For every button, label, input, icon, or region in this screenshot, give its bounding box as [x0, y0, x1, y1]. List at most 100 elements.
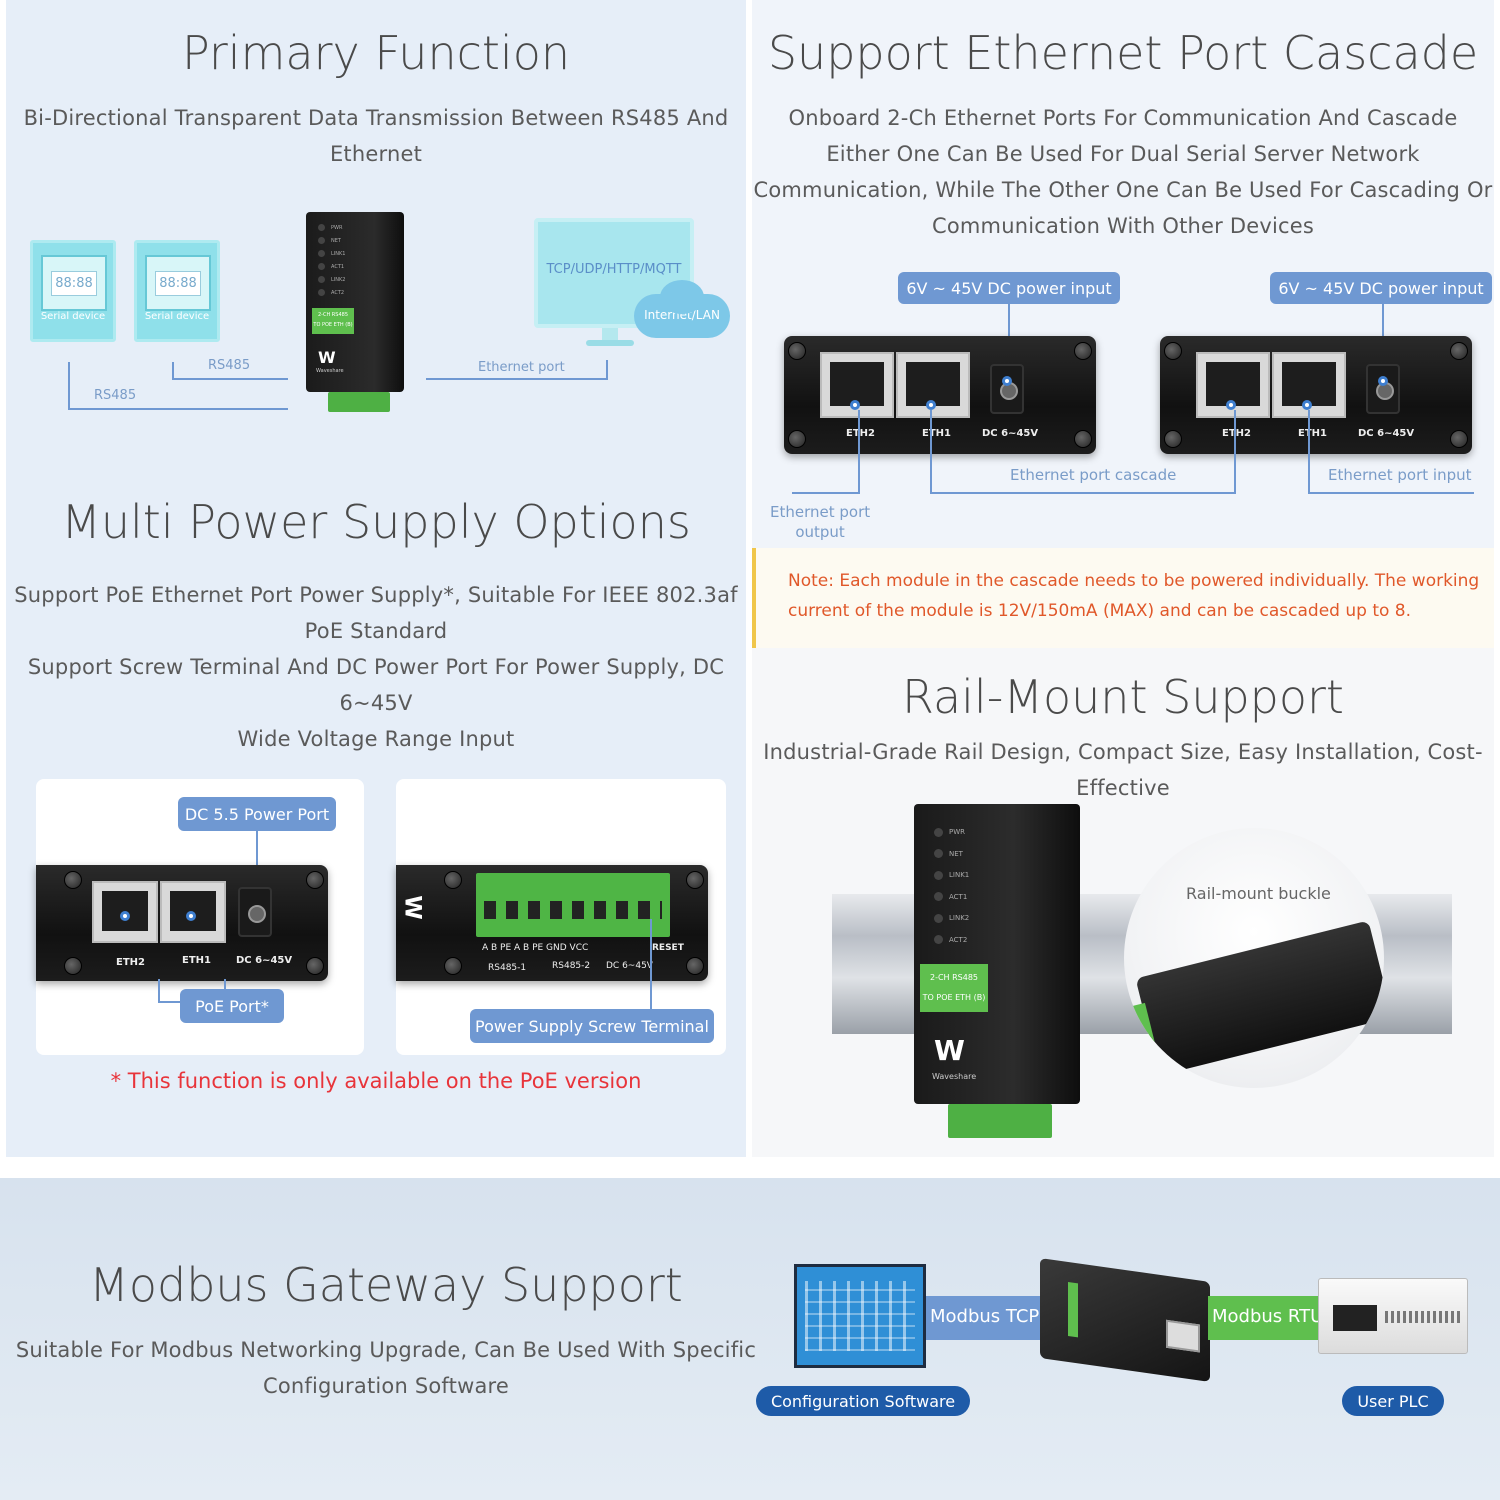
power-input-pill-left: 6V ~ 45V DC power input: [898, 272, 1120, 304]
output-line-v: [858, 410, 860, 494]
waveshare-logo: W: [934, 1034, 965, 1067]
rs485-line-bottom-h: [68, 408, 288, 410]
eth2-dot: [120, 911, 130, 921]
poe-port-pill: PoE Port*: [180, 989, 284, 1023]
rail-buckle-label: Rail-mount buckle: [1186, 884, 1331, 903]
primary-function-desc: Bi-Directional Transparent Data Transmis…: [6, 100, 746, 172]
rs485-label-bottom: RS485: [94, 388, 137, 403]
desc-line: Ethernet: [329, 142, 423, 166]
modbus-panel: Modbus Gateway Support Suitable For Modb…: [0, 1178, 1500, 1500]
brand-text: Waveshare: [316, 368, 344, 374]
tcp-band: [926, 1296, 1046, 1340]
input-label: Ethernet port input: [1328, 466, 1472, 484]
desc-line: Onboard 2-Ch Ethernet Ports For Communic…: [788, 106, 1458, 130]
modbus-desc: Suitable For Modbus Networking Upgrade, …: [0, 1332, 772, 1404]
monitor-base: [586, 340, 634, 346]
rs485-line-top-v: [172, 362, 174, 380]
rail-title: Rail-Mount Support: [902, 670, 1344, 724]
screw: [1450, 430, 1468, 448]
desc-line: Support PoE Ethernet Port Power Supply*,…: [14, 583, 738, 607]
dc-power-card: DC 5.5 Power Port ETH2 ETH1 DC 6~45V PoE…: [36, 779, 364, 1055]
screw: [64, 871, 82, 889]
cloud-puff: [660, 280, 704, 314]
rail-device-green-label: 2-CH RS485 TO POE ETH (B): [920, 964, 988, 1012]
brand-text: Waveshare: [932, 1072, 977, 1081]
rail-device-leds: PWR NET LINK1 ACT1 LINK2 ACT2: [934, 822, 969, 951]
screw: [788, 342, 806, 360]
screw: [788, 430, 806, 448]
eth2-dot: [850, 400, 860, 410]
monitor-stand: [602, 328, 618, 342]
internet-label: Internet/LAN: [644, 308, 720, 322]
rail-device-terminal: [948, 1104, 1052, 1138]
modbus-gateway-device: [1040, 1258, 1210, 1382]
serial-device-1: 88:88 Serial device: [30, 240, 116, 342]
input-line-h: [1308, 492, 1474, 494]
cascade-line-h: [930, 492, 1236, 494]
cascade-panel: Support Ethernet Port Cascade Onboard 2-…: [752, 0, 1494, 548]
eth1-label: ETH1: [182, 955, 211, 966]
desc-line: Bi-Directional Transparent Data Transmis…: [23, 106, 729, 130]
gateway-eth-port: [1166, 1319, 1200, 1353]
terminal-holes: [484, 901, 662, 919]
serial-device-label: Serial device: [144, 311, 210, 322]
desc-line: Communication, While The Other One Can B…: [753, 178, 1493, 202]
rs485-label-top: RS485: [208, 358, 251, 373]
dc-port-pill: DC 5.5 Power Port: [178, 797, 336, 831]
gateway-green-strip: [1068, 1281, 1078, 1338]
cascade-line-v2: [1234, 410, 1236, 494]
protocols-label: TCP/UDP/HTTP/MQTT: [546, 262, 682, 277]
cascade-line-v1: [930, 410, 932, 494]
desc-line: Effective: [1076, 776, 1170, 800]
screw-terminal-card: W A B PE A B PE GND VCC RESET RS485-1 RS…: [396, 779, 726, 1055]
cascade-device-1: ETH2 ETH1 DC 6~45V: [784, 336, 1096, 454]
configuration-software-pill: Configuration Software: [756, 1386, 970, 1416]
screw: [306, 871, 324, 889]
power-device-left: ETH2 ETH1 DC 6~45V: [36, 865, 328, 981]
dc-dot: [1378, 376, 1388, 386]
configuration-software-screenshot: [794, 1264, 926, 1368]
rs485-line-top-h: [172, 378, 288, 380]
output-line-h: [792, 492, 860, 494]
input-line-v: [1308, 410, 1310, 494]
screw: [1164, 430, 1182, 448]
device-green-label: 2-CH RS485 TO POE ETH (B): [312, 308, 354, 334]
device-terminal: [328, 392, 390, 412]
desc-line: Communication With Other Devices: [931, 214, 1314, 238]
screw-terminal-pill: Power Supply Screw Terminal: [470, 1009, 714, 1043]
eth1-dot: [926, 400, 936, 410]
dc-label: DC 6~45V: [982, 428, 1039, 439]
eth2-label: ETH2: [1222, 428, 1251, 439]
cascade-note: Note: Each module in the cascade needs t…: [752, 548, 1494, 648]
plc-terminals: [1385, 1311, 1461, 1323]
rs485-device: PWR NET LINK1 ACT1 LINK2 ACT2 2-CH RS485…: [306, 212, 404, 392]
eth1-label: ETH1: [922, 428, 951, 439]
modbus-tcp-label: Modbus TCP: [930, 1306, 1040, 1327]
cascade-label: Ethernet port cascade: [1010, 466, 1177, 484]
eth2-dot: [1226, 400, 1236, 410]
eth1-dot: [186, 911, 196, 921]
eth2-label: ETH2: [846, 428, 875, 439]
note-text: Note: Each module in the cascade needs t…: [788, 571, 1480, 621]
dc-dot: [1002, 376, 1012, 386]
rail-desc: Industrial-Grade Rail Design, Compact Si…: [752, 734, 1494, 806]
desc-line: Suitable For Modbus Networking Upgrade, …: [15, 1338, 757, 1362]
dc-jack: [1366, 364, 1400, 414]
terminal-pins-label: A B PE A B PE GND VCC: [482, 943, 589, 953]
poe-line-h: [158, 1001, 182, 1003]
rs485-line-bottom-v: [68, 362, 70, 410]
cascade-desc: Onboard 2-Ch Ethernet Ports For Communic…: [752, 100, 1494, 244]
cascade-title: Support Ethernet Port Cascade: [767, 26, 1479, 80]
screw: [686, 871, 704, 889]
desc-line: Either One Can Be Used For Dual Serial S…: [826, 142, 1420, 166]
software-grid: [805, 1281, 915, 1351]
modbus-rtu-label: Modbus RTU: [1212, 1306, 1324, 1327]
screw: [444, 871, 462, 889]
power-panel: Multi Power Supply Options Support PoE E…: [6, 465, 746, 1157]
serial-display-2: 88:88: [145, 255, 211, 311]
primary-function-panel: Primary Function Bi-Directional Transpar…: [6, 0, 746, 465]
screw: [1074, 342, 1092, 360]
waveshare-logo: W: [318, 348, 336, 367]
rtu-band: [1208, 1296, 1320, 1340]
eth2-port: [820, 352, 894, 418]
